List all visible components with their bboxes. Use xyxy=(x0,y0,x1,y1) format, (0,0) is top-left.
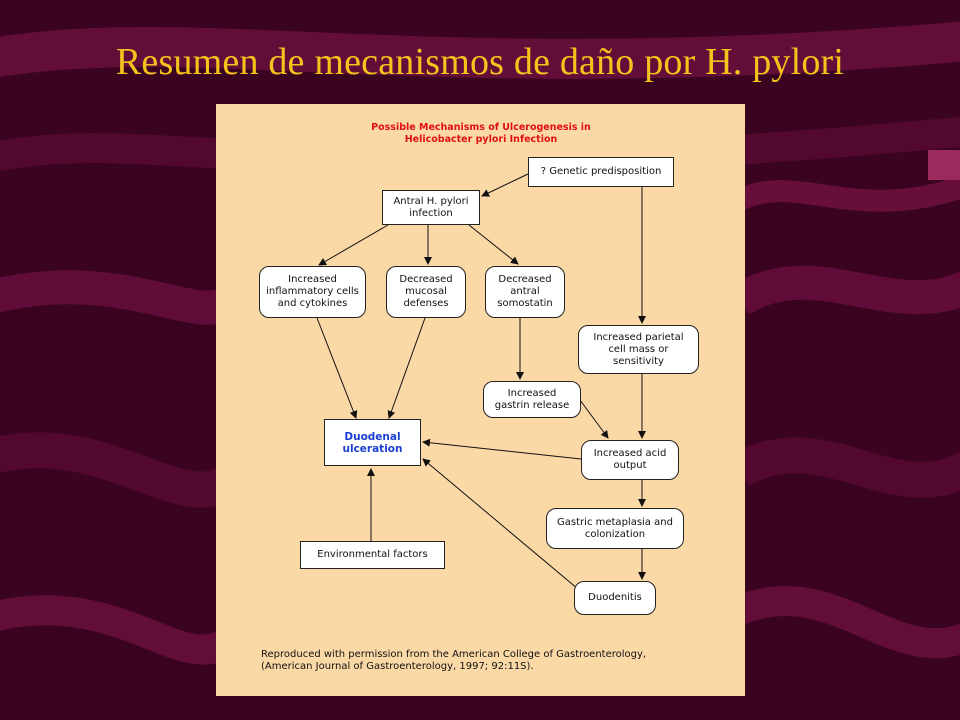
node-parietal-cell-mass: Increased parietal cell mass or sensitiv… xyxy=(578,325,699,374)
diagram-credit: Reproduced with permission from the Amer… xyxy=(261,649,647,672)
diagram-arrows xyxy=(316,173,646,590)
node-environmental-factors: Environmental factors xyxy=(300,541,445,569)
node-duodenitis: Duodenitis xyxy=(574,581,656,615)
arrow-acid-to-duodenal xyxy=(422,438,582,460)
arrow-inflammatory-to-duodenal xyxy=(316,317,358,419)
node-acid-output: Increased acid output xyxy=(581,440,679,480)
diagram-title: Possible Mechanisms of Ulcerogenesis in … xyxy=(371,122,591,145)
node-gastric-metaplasia: Gastric metaplasia and colonization xyxy=(546,508,684,549)
node-duodenal-ulceration: Duodenal ulceration xyxy=(324,419,421,466)
arrow-antral-to-somatostatin xyxy=(468,224,519,265)
arrow-antral-to-inflammatory xyxy=(318,224,389,266)
node-mucosal-defenses: Decreased mucosal defenses xyxy=(386,266,466,318)
node-inflammatory-cells: Increased inflammatory cells and cytokin… xyxy=(259,266,366,318)
arrow-gastrin-to-acid xyxy=(579,399,609,439)
node-genetic-predisposition: ? Genetic predisposition xyxy=(528,157,674,187)
arrow-genetic-to-antral xyxy=(481,173,529,197)
diagram-panel: Possible Mechanisms of Ulcerogenesis in … xyxy=(216,104,745,696)
node-antral-infection: Antral H. pylori infection xyxy=(382,190,480,225)
arrow-duodenitis-to-duodenal xyxy=(422,458,579,590)
node-antral-somatostatin: Decreased antral somostatin xyxy=(485,266,565,318)
arrow-mucosal-to-duodenal xyxy=(387,317,426,419)
node-gastrin-release: Increased gastrin release xyxy=(483,381,581,418)
slide-title: Resumen de mecanismos de daño por H. pyl… xyxy=(115,41,845,83)
